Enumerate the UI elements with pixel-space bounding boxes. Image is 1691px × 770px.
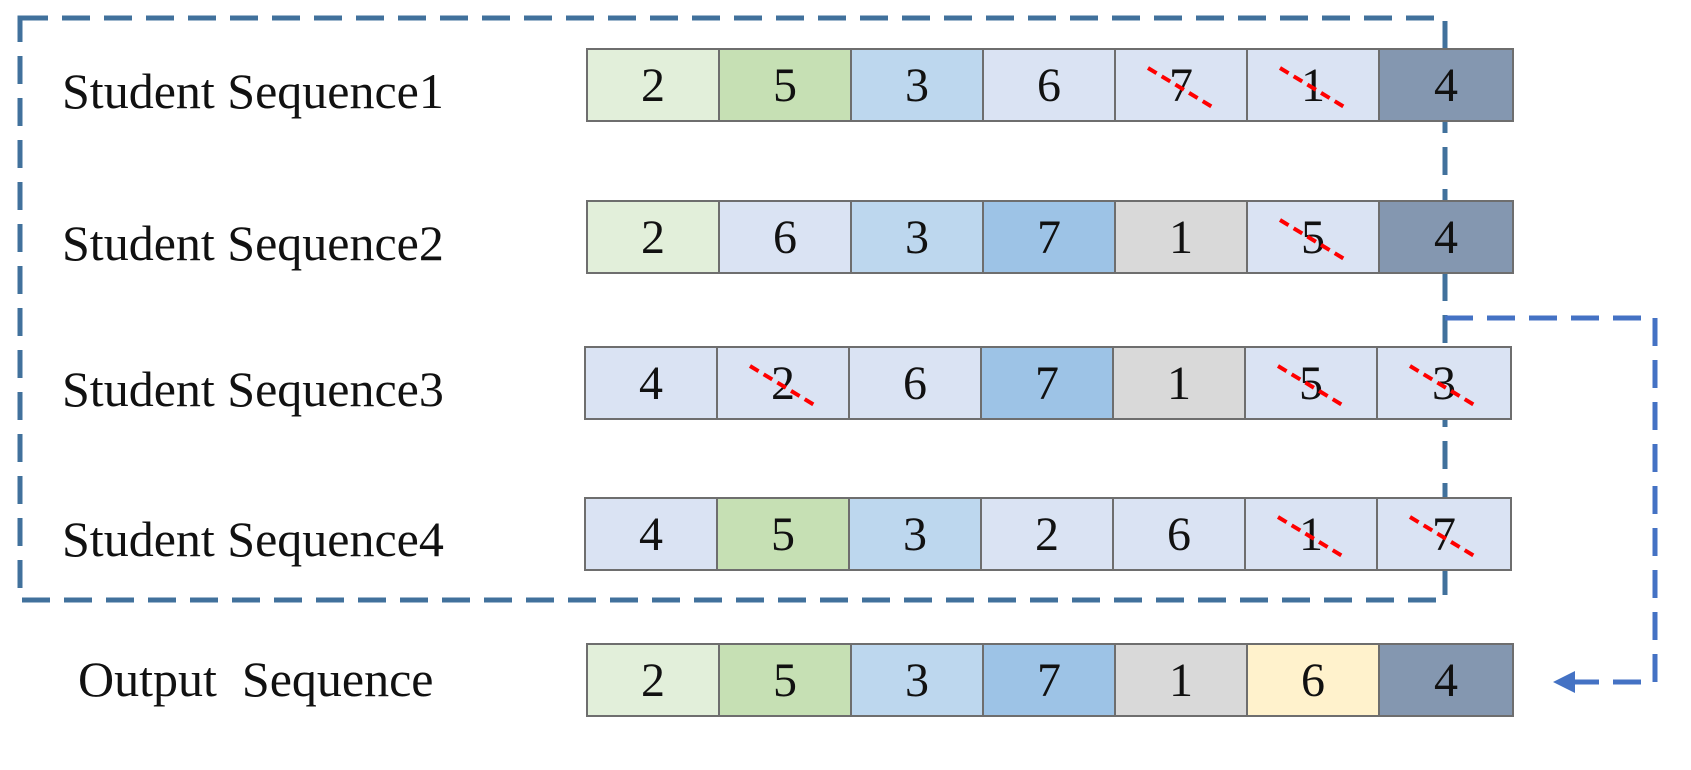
sequence-cell: 6 — [850, 348, 982, 418]
struck-cell: 7 — [1116, 50, 1248, 120]
cell-value: 4 — [639, 356, 663, 410]
struck-cell: 1 — [1246, 499, 1378, 569]
student-group-dashed-box — [17, 15, 1448, 603]
sequence-cell: 4 — [1380, 50, 1512, 120]
cell-value: 5 — [773, 653, 797, 707]
sequence-cell: 2 — [588, 50, 720, 120]
sequence-cell: 1 — [1116, 202, 1248, 272]
sequence-cell: 3 — [850, 499, 982, 569]
struck-cell: 2 — [718, 348, 850, 418]
sequence-cell: 4 — [1380, 202, 1512, 272]
row-label: Student Sequence1 — [62, 63, 444, 119]
cell-value: 6 — [1037, 58, 1061, 112]
cell-value: 4 — [1434, 210, 1458, 264]
cell-value: 6 — [1301, 653, 1325, 707]
row-label: Output Sequence — [78, 651, 434, 707]
cell-value: 7 — [1035, 356, 1059, 410]
sequence-cell: 5 — [720, 645, 852, 715]
cell-value: 1 — [1169, 210, 1193, 264]
sequence-cell: 3 — [852, 645, 984, 715]
cell-value: 3 — [905, 58, 929, 112]
sequence-cell: 6 — [1114, 499, 1246, 569]
cell-value: 6 — [773, 210, 797, 264]
struck-cell: 1 — [1248, 50, 1380, 120]
sequence: 2 5 3 7 1 6 4 — [586, 643, 1514, 717]
sequence-cell: 4 — [586, 499, 718, 569]
sequence-cell: 1 — [1116, 645, 1248, 715]
sequence-cell: 3 — [852, 202, 984, 272]
struck-cell: 3 — [1378, 348, 1510, 418]
cell-value: 5 — [771, 507, 795, 561]
sequence: 4 2 6 7 1 5 3 — [584, 346, 1512, 420]
merge-connector-dashed — [1445, 315, 1658, 685]
sequence-cell: 6 — [1248, 645, 1380, 715]
cell-value: 3 — [905, 210, 929, 264]
cell-value: 5 — [773, 58, 797, 112]
cell-value: 5 — [1299, 356, 1323, 410]
cell-value: 7 — [1432, 507, 1456, 561]
sequence-cell: 3 — [852, 50, 984, 120]
sequence-cell: 7 — [984, 645, 1116, 715]
sequence: 2 5 3 6 7 1 4 — [586, 48, 1514, 122]
cell-value: 4 — [639, 507, 663, 561]
sequence-cell: 1 — [1114, 348, 1246, 418]
sequence-cell: 2 — [588, 645, 720, 715]
cell-value: 3 — [1432, 356, 1456, 410]
sequence-cell: 2 — [982, 499, 1114, 569]
cell-value: 2 — [1035, 507, 1059, 561]
cell-value: 7 — [1037, 653, 1061, 707]
struck-cell: 7 — [1378, 499, 1510, 569]
cell-value: 6 — [903, 356, 927, 410]
cell-value: 2 — [641, 653, 665, 707]
sequence-cell: 5 — [720, 50, 852, 120]
sequence-cell: 7 — [982, 348, 1114, 418]
cell-value: 4 — [1434, 653, 1458, 707]
cell-value: 3 — [903, 507, 927, 561]
row-label: Student Sequence3 — [62, 361, 444, 417]
cell-value: 5 — [1301, 210, 1325, 264]
cell-value: 6 — [1167, 507, 1191, 561]
sequence-cell: 5 — [718, 499, 850, 569]
cell-value: 1 — [1301, 58, 1325, 112]
sequence: 2 6 3 7 1 5 4 — [586, 200, 1514, 274]
cell-value: 2 — [771, 356, 795, 410]
cell-value: 3 — [905, 653, 929, 707]
cell-value: 2 — [641, 210, 665, 264]
cell-value: 7 — [1037, 210, 1061, 264]
cell-value: 2 — [641, 58, 665, 112]
row-label: Student Sequence4 — [62, 511, 444, 567]
sequence-cell: 7 — [984, 202, 1116, 272]
struck-cell: 5 — [1246, 348, 1378, 418]
struck-cell: 5 — [1248, 202, 1380, 272]
cell-value: 1 — [1299, 507, 1323, 561]
sequence-cell: 6 — [984, 50, 1116, 120]
cell-value: 4 — [1434, 58, 1458, 112]
sequence-cell: 4 — [1380, 645, 1512, 715]
cell-value: 1 — [1167, 356, 1191, 410]
sequence: 4 5 3 2 6 1 7 — [584, 497, 1512, 571]
cell-value: 7 — [1169, 58, 1193, 112]
cell-value: 1 — [1169, 653, 1193, 707]
sequence-cell: 6 — [720, 202, 852, 272]
arrowhead-icon — [1553, 671, 1575, 693]
row-label: Student Sequence2 — [62, 215, 444, 271]
sequence-cell: 4 — [586, 348, 718, 418]
sequence-cell: 2 — [588, 202, 720, 272]
